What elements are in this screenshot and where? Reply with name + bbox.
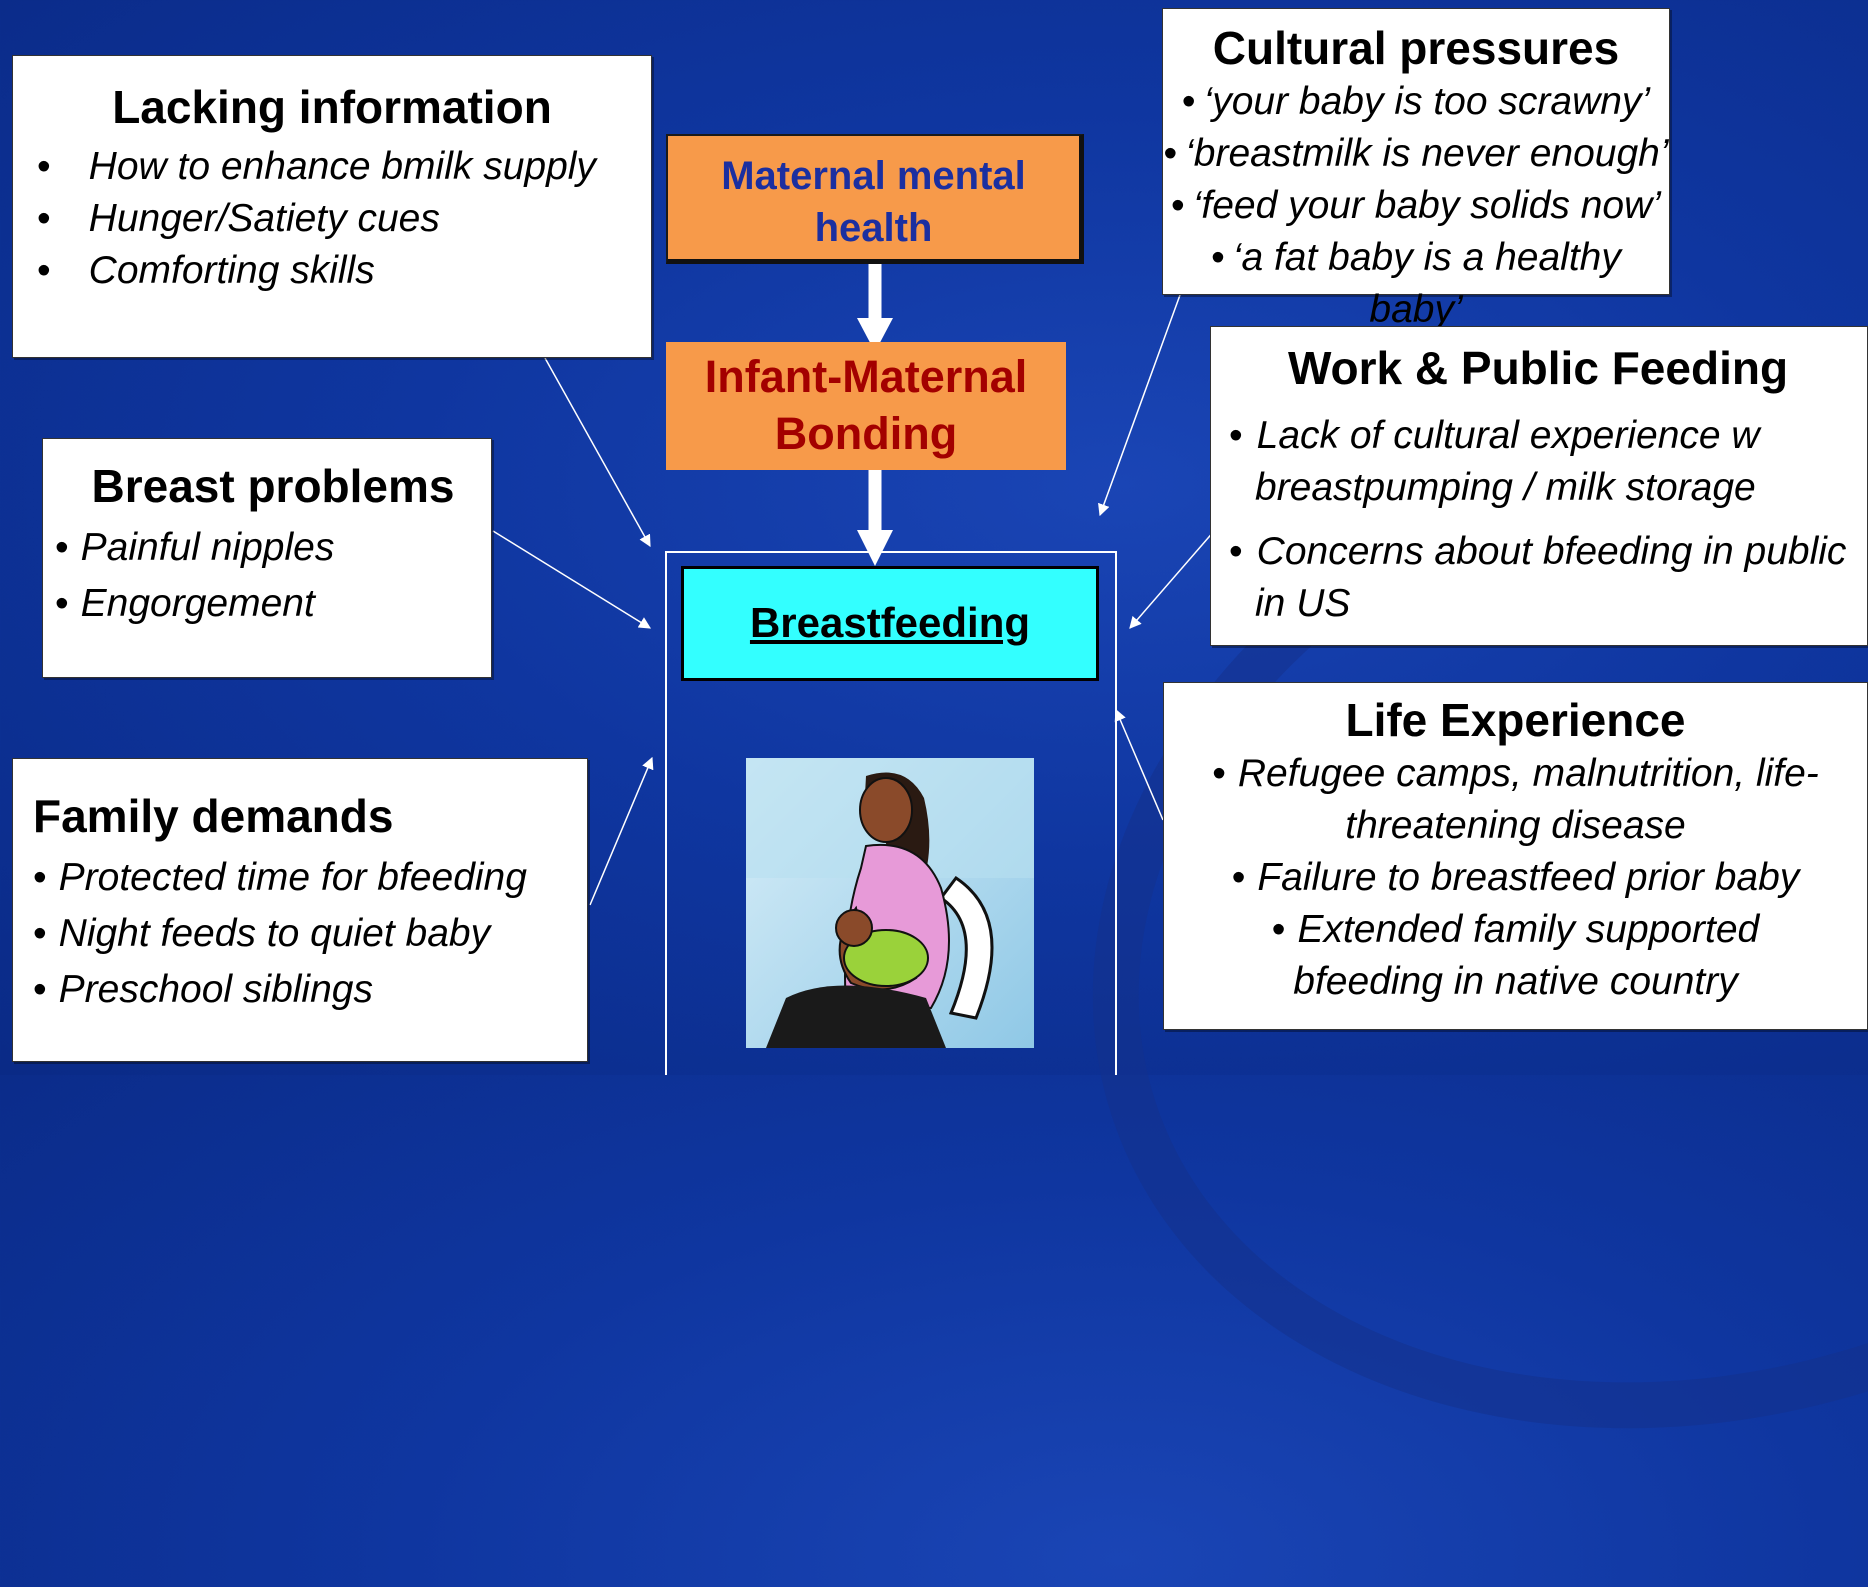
arrowhead-bonding bbox=[857, 530, 893, 566]
life-experience-list: Refugee camps, malnutrition, life-threat… bbox=[1184, 748, 1847, 1008]
list-item: Protected time for bfeeding bbox=[33, 850, 587, 906]
cultural-pressures-title: Cultural pressures bbox=[1212, 22, 1620, 74]
family-demands-box: Family demands Protected time for bfeedi… bbox=[12, 758, 588, 1062]
list-item: ‘breastmilk is never enough’ bbox=[1163, 128, 1669, 180]
list-item: Failure to breastfeed prior baby bbox=[1184, 852, 1847, 904]
infant-maternal-bonding-box: Infant-Maternal Bonding bbox=[666, 342, 1066, 470]
lacking-information-box: Lacking information How to enhance bmilk… bbox=[12, 55, 652, 358]
breast-problems-box: Breast problems Painful nipples Engorgem… bbox=[42, 438, 492, 678]
infant-maternal-bonding-label: Infant-Maternal Bonding bbox=[704, 351, 1028, 459]
work-public-feeding-list: Lack of cultural experience w breastpump… bbox=[1229, 410, 1847, 630]
list-item: ‘feed your baby solids now’ bbox=[1163, 180, 1669, 232]
breastfeeding-mother-picture bbox=[746, 758, 1034, 1048]
arrow-lacking bbox=[544, 357, 651, 548]
work-public-feeding-box: Work & Public Feeding Lack of cultural e… bbox=[1210, 326, 1868, 646]
breastfeeding-box: Breastfeeding bbox=[681, 566, 1099, 681]
list-item: Night feeds to quiet baby bbox=[33, 906, 587, 962]
list-item: How to enhance bmilk supply bbox=[37, 141, 651, 193]
breast-problems-title: Breast problems bbox=[91, 460, 455, 512]
list-item: Comforting skills bbox=[37, 245, 651, 297]
arrow-cultural bbox=[1098, 294, 1181, 517]
life-experience-title: Life Experience bbox=[1345, 694, 1686, 746]
list-item: Hunger/Satiety cues bbox=[37, 193, 651, 245]
lacking-information-title: Lacking information bbox=[112, 81, 552, 133]
arrow-life bbox=[1114, 708, 1164, 821]
family-demands-title: Family demands bbox=[33, 790, 394, 842]
breastfeeding-frame bbox=[665, 551, 1117, 1075]
maternal-mental-health-box: Maternal mental health bbox=[666, 134, 1084, 264]
life-experience-box: Life Experience Refugee camps, malnutrit… bbox=[1163, 682, 1868, 1030]
arrow-family bbox=[589, 756, 654, 906]
list-item: Extended family supported bfeeding in na… bbox=[1184, 904, 1847, 1008]
breastfeeding-mother-icon bbox=[746, 758, 1034, 1048]
cultural-pressures-box: Cultural pressures ‘your baby is too scr… bbox=[1162, 8, 1670, 331]
family-demands-list: Protected time for bfeeding Night feeds … bbox=[33, 850, 587, 1018]
cultural-pressures-list: ‘your baby is too scrawny’ ‘breastmilk i… bbox=[1163, 76, 1669, 336]
list-item: ‘your baby is too scrawny’ bbox=[1163, 76, 1669, 128]
list-item: Preschool siblings bbox=[33, 962, 587, 1018]
list-item: Lack of cultural experience w breastpump… bbox=[1229, 410, 1847, 514]
list-item: Refugee camps, malnutrition, life-threat… bbox=[1184, 748, 1847, 852]
work-public-feeding-title: Work & Public Feeding bbox=[1287, 342, 1789, 394]
lacking-information-list: How to enhance bmilk supply Hunger/Satie… bbox=[37, 141, 651, 297]
arrow-work bbox=[1129, 529, 1216, 629]
connector-arrows bbox=[492, 294, 1216, 1075]
list-item: Concerns about bfeeding in public in US bbox=[1229, 526, 1847, 630]
list-item: Painful nipples bbox=[55, 520, 491, 576]
list-item: ‘a fat baby is a healthy baby’ bbox=[1163, 232, 1669, 336]
arrowhead-maternal bbox=[857, 318, 893, 352]
breast-problems-list: Painful nipples Engorgement bbox=[55, 520, 491, 632]
maternal-mental-health-label: Maternal mental health bbox=[721, 154, 1026, 250]
arrow-breast-problems bbox=[492, 530, 652, 629]
breastfeeding-label: Breastfeeding bbox=[749, 599, 1031, 646]
list-item: Engorgement bbox=[55, 576, 491, 632]
